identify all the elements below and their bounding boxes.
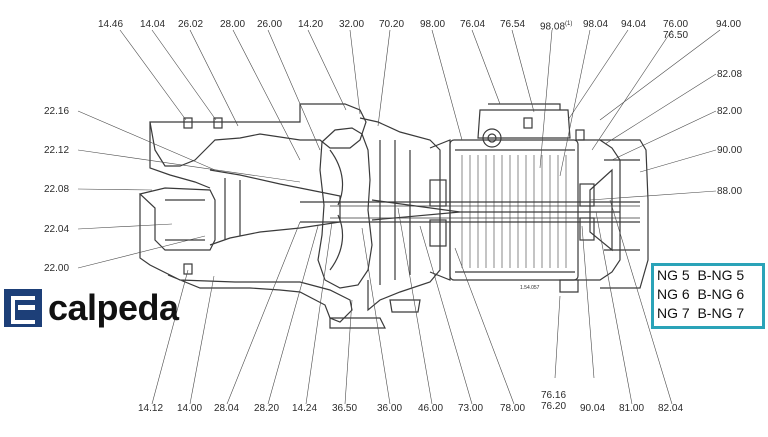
part-label-76.04: 76.04 — [460, 19, 486, 30]
part-label-90.04: 90.04 — [580, 403, 606, 414]
part-label-82.00: 82.00 — [717, 106, 743, 117]
part-label-76.50: 76.50 — [663, 30, 689, 41]
part-label-14.20: 14.20 — [298, 19, 324, 30]
brand-name: calpeda — [48, 287, 179, 328]
part-label-88.00: 88.00 — [717, 186, 743, 197]
model-line: NG 7 B-NG 7 — [657, 305, 745, 321]
part-label-22.08: 22.08 — [44, 184, 70, 195]
part-label-22.12: 22.12 — [44, 145, 70, 156]
part-label-76.20: 76.20 — [541, 401, 567, 412]
part-label-76.54: 76.54 — [500, 19, 526, 30]
part-label-46.00: 46.00 — [418, 403, 444, 414]
part-label-14.12: 14.12 — [138, 403, 164, 414]
part-label-98.00: 98.00 — [420, 19, 446, 30]
part-label-14.04: 14.04 — [140, 19, 166, 30]
part-label-81.00: 81.00 — [619, 403, 645, 414]
part-label-28.20: 28.20 — [254, 403, 280, 414]
part-label-28.04: 28.04 — [214, 403, 240, 414]
model-line: NG 6 B-NG 6 — [657, 286, 745, 302]
part-label-82.04: 82.04 — [658, 403, 684, 414]
part-label-76.00: 76.00 — [663, 19, 689, 30]
part-label-22.16: 22.16 — [44, 106, 70, 117]
part-label-14.24: 14.24 — [292, 403, 318, 414]
part-label-14.46: 14.46 — [98, 19, 124, 30]
part-label-94.04: 94.04 — [621, 19, 647, 30]
drawing-code: 1.54.057 — [520, 285, 540, 291]
model-list-box: NG 5 B-NG 5 NG 6 B-NG 6 NG 7 B-NG 7 — [651, 263, 765, 329]
part-label-94.00: 94.00 — [716, 19, 742, 30]
part-label-14.00: 14.00 — [177, 403, 203, 414]
part-label-82.08: 82.08 — [717, 69, 743, 80]
part-label-90.00: 90.00 — [717, 145, 743, 156]
part-label-98.04: 98.04 — [583, 19, 609, 30]
part-label-78.00: 78.00 — [500, 403, 526, 414]
part-label-98.08: 98.08(1) — [540, 21, 573, 33]
model-line: NG 5 B-NG 5 — [657, 267, 745, 283]
part-label-73.00: 73.00 — [458, 403, 484, 414]
part-label-26.02: 26.02 — [178, 19, 204, 30]
leader-lines — [77, 29, 721, 405]
part-label-76.16: 76.16 — [541, 390, 567, 401]
part-label-70.20: 70.20 — [379, 19, 405, 30]
part-label-36.00: 36.00 — [377, 403, 403, 414]
footnote-mark: (1) — [565, 21, 573, 27]
part-label-26.00: 26.00 — [257, 19, 283, 30]
part-label-22.04: 22.04 — [44, 224, 70, 235]
part-label-22.00: 22.00 — [44, 263, 70, 274]
pump-outline — [138, 103, 649, 329]
calpeda-logo-icon — [4, 289, 42, 327]
part-label-28.00: 28.00 — [220, 19, 246, 30]
calpeda-logo: calpeda — [4, 287, 180, 331]
part-label-36.50: 36.50 — [332, 403, 358, 414]
part-label-32.00: 32.00 — [339, 19, 365, 30]
